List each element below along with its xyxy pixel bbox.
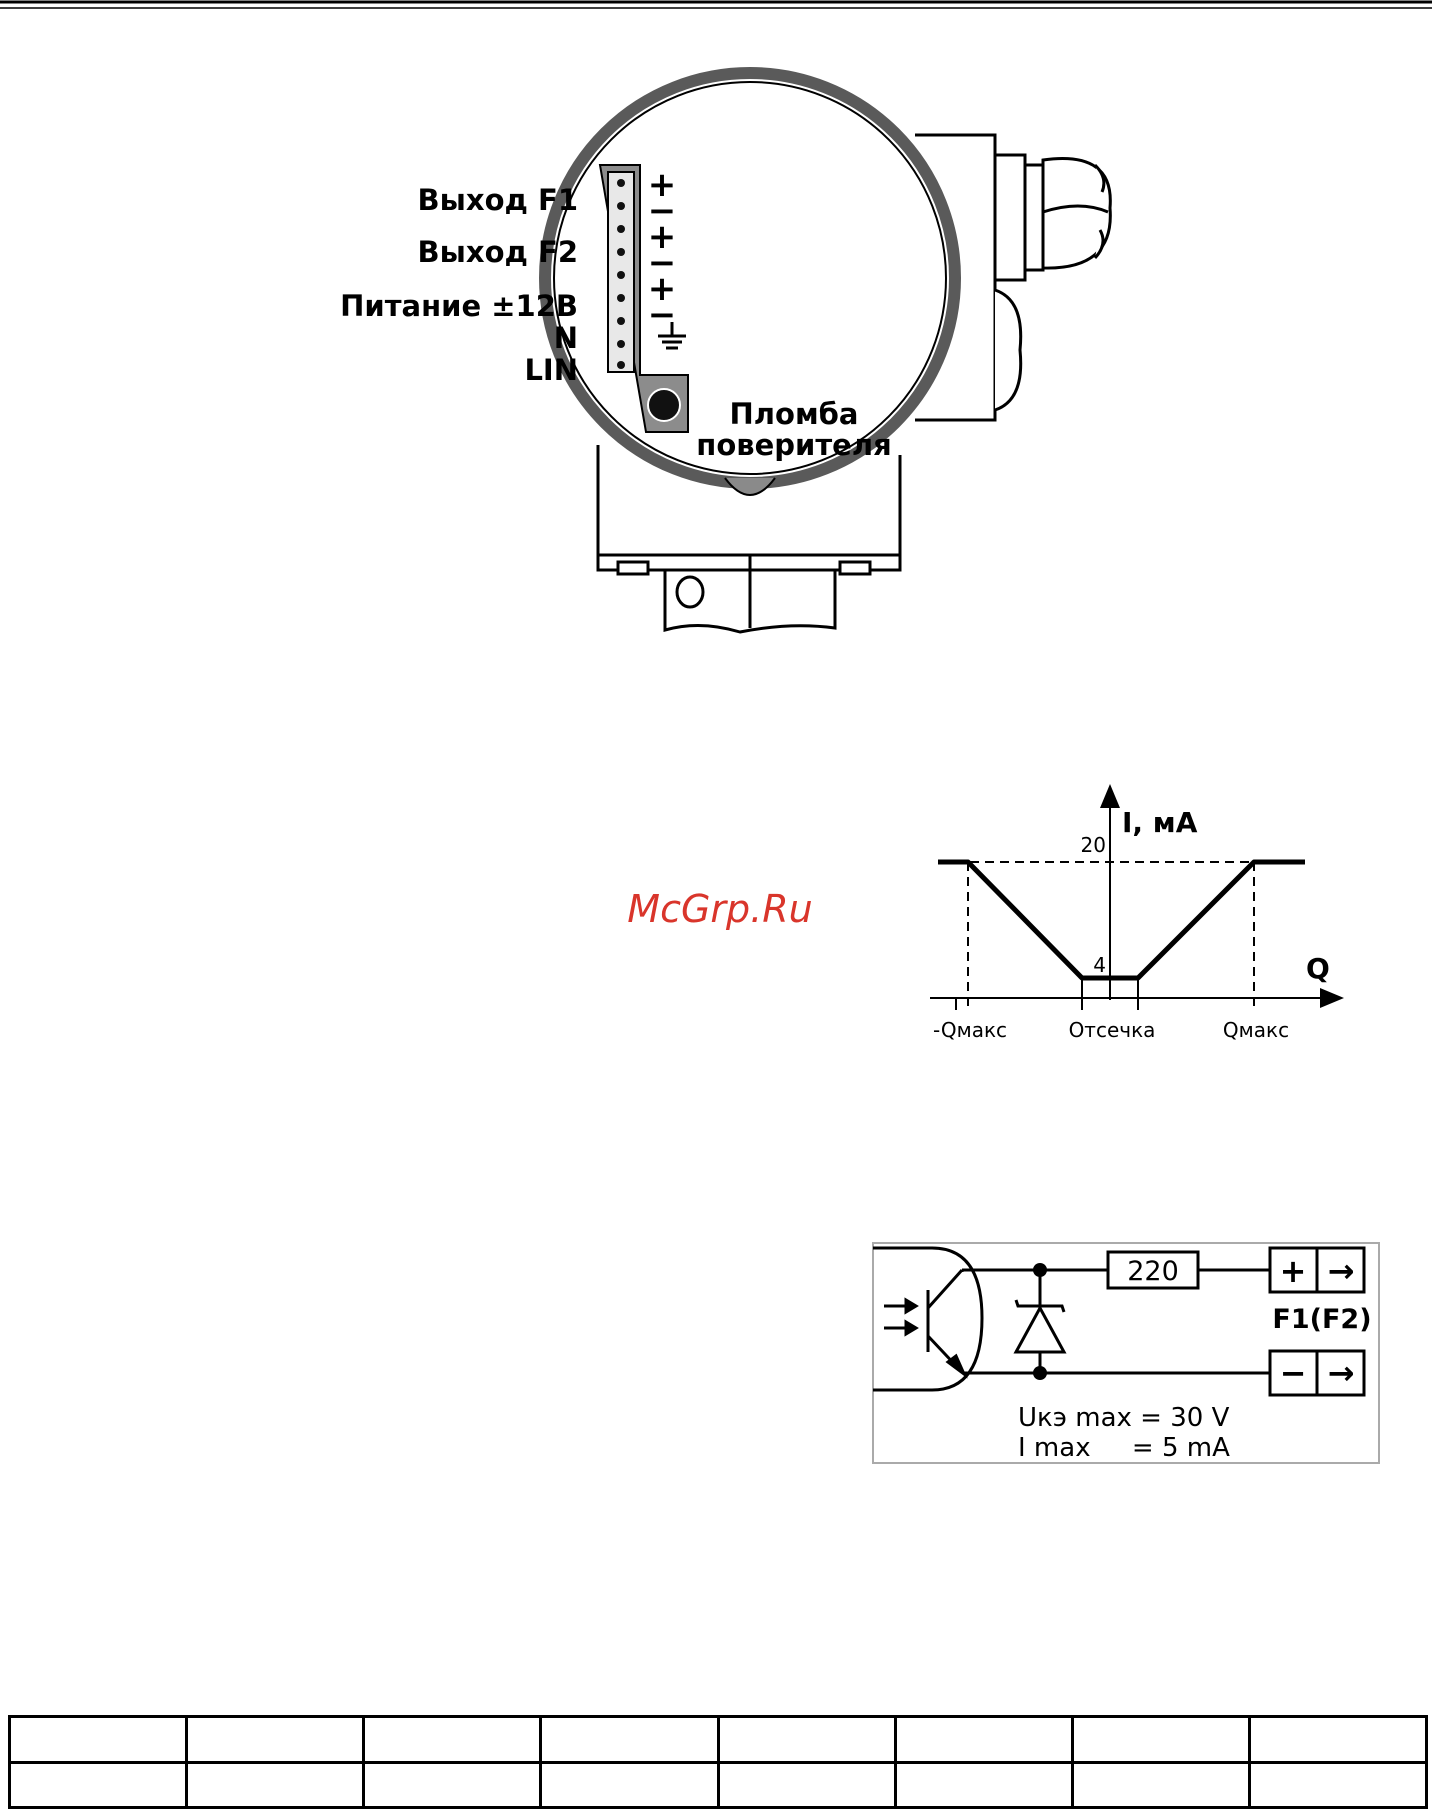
x-label-neg-qmax: -Qмакс bbox=[933, 1018, 1007, 1042]
channel-label: F1(F2) bbox=[1272, 1304, 1371, 1335]
spec-current: I max = 5 mA bbox=[1018, 1433, 1230, 1463]
x-axis-label: Q bbox=[1306, 952, 1330, 985]
watermark: McGrp.Ru bbox=[600, 880, 840, 940]
x-label-cutoff: Отсечка bbox=[1069, 1018, 1156, 1042]
label-seal-line1: Пломба bbox=[730, 397, 859, 431]
output-circuit: 220 + → F1(F2) − → Uкэ max = 30 V I max … bbox=[870, 1240, 1382, 1466]
label-power: Питание ±12В bbox=[340, 289, 578, 323]
x-label-qmax: Qмакс bbox=[1223, 1018, 1289, 1042]
polarity-marks: + − + − + − bbox=[648, 165, 677, 335]
label-out-f1: Выход F1 bbox=[418, 183, 578, 217]
footer-stamp-table bbox=[8, 1715, 1428, 1809]
resistor-value: 220 bbox=[1127, 1256, 1179, 1287]
arrow-right-icon: → bbox=[1328, 1354, 1355, 1392]
footer-row bbox=[10, 1717, 1427, 1763]
y-axis-label: I, мА bbox=[1122, 806, 1198, 839]
footer-row bbox=[10, 1762, 1427, 1808]
minus-sign: − bbox=[1280, 1354, 1307, 1392]
current-graph: I, мА 20 4 Q -Qмакс Отсечка Qмакс bbox=[900, 770, 1360, 1060]
plus-sign: + bbox=[1280, 1252, 1307, 1290]
terminal-diagram: + − + − + − Выход F1 Выход F2 Питание ±1… bbox=[0, 0, 1432, 660]
seal-screw bbox=[648, 389, 680, 421]
y-tick-4: 4 bbox=[1093, 953, 1106, 977]
arrow-right-icon: → bbox=[1328, 1252, 1355, 1290]
label-out-f2: Выход F2 bbox=[418, 235, 578, 269]
y-tick-20: 20 bbox=[1081, 833, 1106, 857]
label-lin: LIN bbox=[524, 353, 578, 387]
label-seal-line2: поверителя bbox=[696, 428, 891, 462]
label-n: N bbox=[554, 321, 578, 355]
spec-voltage: Uкэ max = 30 V bbox=[1018, 1403, 1230, 1433]
current-curve bbox=[938, 862, 1305, 978]
svg-text:McGrp.Ru: McGrp.Ru bbox=[627, 887, 812, 931]
